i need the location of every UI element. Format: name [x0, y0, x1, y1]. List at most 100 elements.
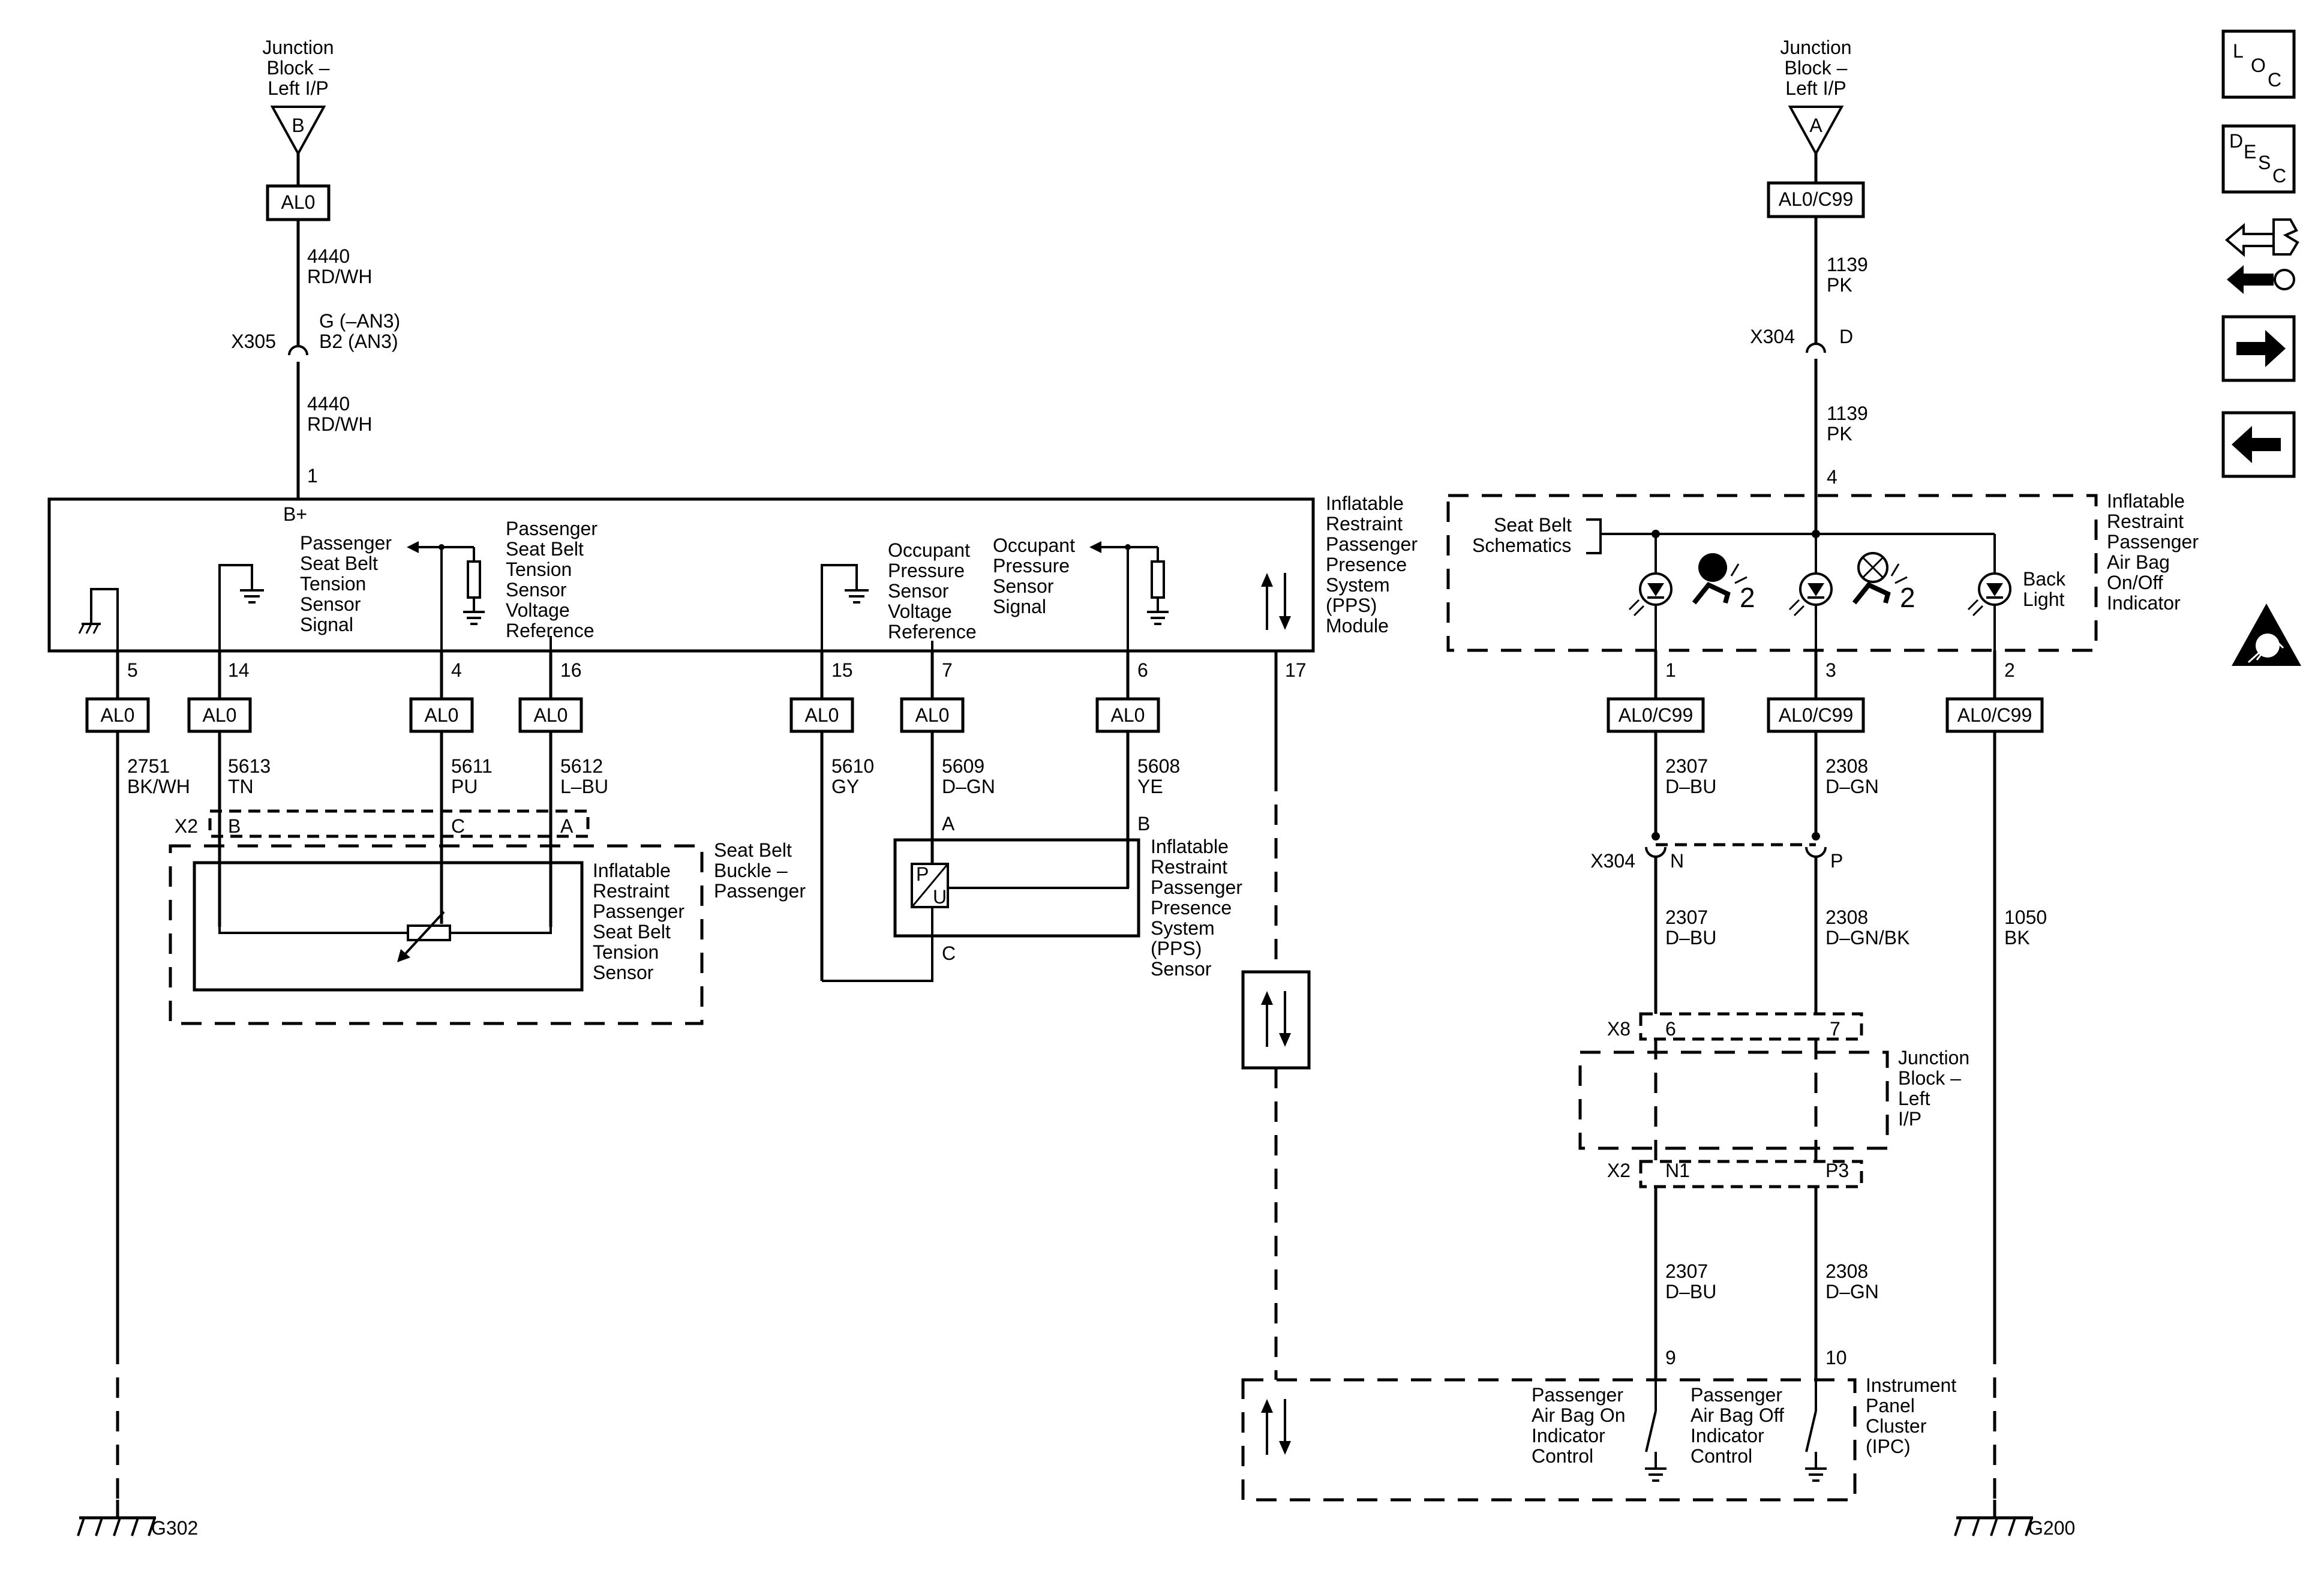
- pin-7: 7: [942, 659, 953, 681]
- x304-pin-n: N: [1670, 850, 1684, 872]
- switch-on-icon: [1645, 1380, 1667, 1482]
- ground-g302-label: G302: [151, 1517, 198, 1539]
- seat-belt-buckle-outline: [169, 844, 704, 1025]
- connector-end-view-icon[interactable]: [2224, 218, 2299, 294]
- conn-al0c99-1-label: AL0/C99: [1619, 704, 1694, 726]
- jb-left-line2: Block –: [267, 57, 330, 79]
- desc-c: C: [2272, 165, 2286, 187]
- wire-4440b-num: 4440: [307, 393, 350, 415]
- wire-2307-num: 2307: [1665, 755, 1708, 777]
- ind-label-1: Inflatable: [2107, 490, 2185, 512]
- pps-module-label: Inflatable Restraint Passenger Presence …: [1326, 493, 1418, 637]
- conn-al0-pin4-label: AL0: [425, 704, 459, 726]
- wire-2308c-num: 2308: [1825, 1260, 1868, 1282]
- next-page-button[interactable]: [2221, 315, 2296, 382]
- pps-sensor-label-1: Inflatable: [1151, 836, 1229, 857]
- desc-s: S: [2258, 152, 2271, 173]
- tension-signal-5: Signal: [300, 614, 353, 635]
- airbag-off-icon: 2: [1852, 552, 1915, 613]
- pps-sensor-label-2: Restraint: [1151, 856, 1227, 878]
- tension-sensor-box: [193, 861, 584, 992]
- on-ctrl-2: Air Bag On: [1532, 1404, 1626, 1426]
- pps-sensor-label-5: System: [1151, 917, 1215, 939]
- indicator-top-pin: 4: [1827, 466, 1837, 488]
- desc-button[interactable]: D E S C: [2221, 124, 2296, 194]
- jb-left-line3: Left I/P: [268, 77, 328, 99]
- ind-label-3: Passenger: [2107, 531, 2199, 553]
- ind-label-2: Restraint: [2107, 511, 2184, 532]
- jb-mid-label-4: I/P: [1898, 1108, 1921, 1130]
- bplus-label: B+: [283, 503, 307, 525]
- tension-vref-3: Tension: [506, 559, 572, 580]
- pin-6: 6: [1137, 659, 1148, 681]
- wiper-arrow-icon: [397, 949, 410, 962]
- buckle-label-1: Seat Belt: [714, 839, 792, 861]
- ipc-label-4: (IPC): [1866, 1436, 1911, 1457]
- buckle-label-3: Passenger: [714, 880, 806, 902]
- x2-pin-n1: N1: [1665, 1160, 1690, 1181]
- jb-mid-outline: [1578, 1050, 1889, 1150]
- inline-connector-icon: [288, 345, 308, 356]
- pps-label-4: Presence: [1326, 554, 1407, 575]
- data-bus-icon-2: [1261, 991, 1291, 1047]
- pps-label-6: (PPS): [1326, 595, 1377, 616]
- wire-1139-num: 1139: [1827, 254, 1868, 275]
- x305-pin-2: B2 (AN3): [319, 331, 398, 352]
- x2-connector-outline: [208, 809, 590, 838]
- off-ctrl-1: Passenger: [1691, 1384, 1782, 1406]
- ind-pin-2: 2: [2004, 659, 2015, 681]
- x8-pin-7: 7: [1830, 1018, 1840, 1040]
- tension-vref-2: Seat Belt: [506, 538, 584, 560]
- chassis-ground-icon: [78, 588, 119, 651]
- x8-label: X8: [1607, 1018, 1631, 1040]
- wire-2308c-color: D–GN: [1825, 1281, 1879, 1302]
- led-backlight-icon: [1967, 534, 2011, 650]
- wire-5611-num: 5611: [451, 755, 493, 777]
- wire-2308b-color: D–GN/BK: [1825, 927, 1909, 948]
- wire-2308b-num: 2308: [1825, 906, 1868, 928]
- loc-c: C: [2268, 69, 2281, 91]
- wire-5613-color: TN: [228, 776, 254, 797]
- arrow-left-icon-2: [1089, 541, 1101, 553]
- conn-al0-label: AL0: [281, 191, 316, 213]
- jb-right-line2: Block –: [1785, 57, 1848, 79]
- x2-pin-c: C: [451, 815, 465, 837]
- pps-label-7: Module: [1326, 615, 1389, 637]
- pps-sensor-label-7: Sensor: [1151, 958, 1212, 980]
- pin-15: 15: [831, 659, 853, 681]
- led-on-icon: [1628, 534, 1673, 650]
- pin-16: 16: [560, 659, 582, 681]
- conn-al0-pin5-label: AL0: [101, 704, 135, 726]
- airbag-off-num: 2: [1900, 582, 1915, 613]
- occ-vref-1: Occupant: [888, 539, 970, 561]
- x2-label: X2: [175, 815, 198, 837]
- seat-belt-schematics-1: Seat Belt: [1494, 514, 1572, 536]
- wire-5612-color: L–BU: [560, 776, 608, 797]
- loc-button[interactable]: L O C: [2221, 29, 2296, 99]
- wire-5608-color: YE: [1137, 776, 1163, 797]
- desc-d: D: [2229, 130, 2243, 152]
- jb-mid-label-3: Left: [1898, 1088, 1930, 1109]
- jb-mid-label: Junction Block – Left I/P: [1898, 1047, 1969, 1130]
- wire-4440b-color: RD/WH: [307, 413, 372, 435]
- wire-2307b-num: 2307: [1665, 906, 1708, 928]
- previous-page-button[interactable]: [2221, 411, 2296, 478]
- inline-connector-icon-2: [1806, 343, 1826, 353]
- wire-5612-num: 5612: [560, 755, 603, 777]
- pin-17: 17: [1285, 659, 1307, 681]
- pps-label-1: Inflatable: [1326, 493, 1404, 514]
- pps-sensor-label-3: Passenger: [1151, 876, 1242, 898]
- x2-mid-label: X2: [1607, 1160, 1631, 1181]
- conn-al0c99-2-label: AL0/C99: [1957, 704, 2032, 726]
- x2-mid-connector-outline: [1639, 1160, 1863, 1188]
- junction-block-right-top: Junction Block – Left I/P A: [1780, 37, 1852, 157]
- occ-vref-2: Pressure: [888, 560, 965, 581]
- off-ctrl-3: Indicator: [1691, 1425, 1764, 1446]
- ipc-off-control-label: Passenger Air Bag Off Indicator Control: [1691, 1384, 1784, 1467]
- x304-mid-label: X304: [1590, 850, 1635, 872]
- tension-signal-circuit: [407, 541, 485, 651]
- conn-al0-pin14-label: AL0: [203, 704, 237, 726]
- ts-label-2: Restraint: [593, 880, 669, 902]
- wire-2307-color: D–BU: [1665, 776, 1716, 797]
- wire-5609-color: D–GN: [942, 776, 995, 797]
